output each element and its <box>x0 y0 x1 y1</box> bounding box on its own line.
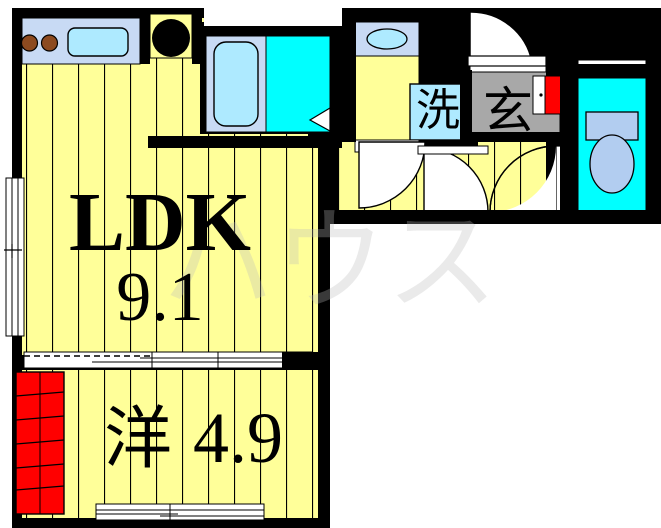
wall-hallway-south <box>332 210 646 224</box>
watermark: ハウス <box>162 199 498 324</box>
stove-burner-left <box>20 34 39 52</box>
entrance-door[interactable] <box>467 11 547 67</box>
range-hood-icon <box>152 19 190 57</box>
wall-entrance-south <box>470 132 564 142</box>
wash-basin <box>366 28 408 50</box>
western-room-size-label: 4.9 <box>193 398 283 478</box>
room-washroom: 洗 <box>354 21 467 143</box>
svg-text:ハウス: ハウス <box>162 199 498 324</box>
bath-top-gap <box>204 8 342 26</box>
bath-tub <box>213 41 259 127</box>
room-ldk-lower-floor <box>22 140 318 355</box>
wall-shoebox <box>546 64 646 76</box>
wall-toilet-west <box>560 70 578 212</box>
western-room-label: 洋 <box>104 401 172 477</box>
room-labels: LDK 9.1 洋 4.9 <box>69 176 283 478</box>
kitchen-sink <box>67 27 129 57</box>
entrance-frame <box>532 75 546 115</box>
room-western-floor <box>22 370 318 518</box>
washroom-label: 洗 <box>416 86 460 135</box>
entrance-label: 玄 <box>483 83 533 139</box>
toilet-bowl <box>589 134 635 194</box>
entrance-door-marker <box>544 75 562 115</box>
wall-segment-hood-right <box>192 14 202 64</box>
ldk-label: LDK <box>69 176 251 269</box>
bath-door[interactable] <box>308 106 331 133</box>
inner-partitions <box>148 22 646 224</box>
room-bath <box>200 8 342 134</box>
wall-ldk-east-upper <box>318 140 332 224</box>
closet-shelf-lines <box>15 391 65 491</box>
balcony-window-left[interactable] <box>4 177 25 337</box>
wall-under-bath <box>148 136 342 148</box>
window-south[interactable] <box>95 503 265 521</box>
kitchen-counter <box>20 17 141 65</box>
room-entrance: 玄 <box>467 11 562 139</box>
entrance-hinge-dot <box>539 93 543 97</box>
washroom-label-box <box>409 83 467 141</box>
wall-washroom-west <box>342 22 356 142</box>
stove-burner-right <box>40 34 59 52</box>
ldk-size-label: 9.1 <box>116 259 204 336</box>
ldk-hall-door[interactable] <box>417 145 489 213</box>
closet-storage <box>15 371 65 515</box>
wall-entrance-west <box>460 70 472 142</box>
wall-washroom-east <box>419 22 431 84</box>
range-hood <box>149 13 193 59</box>
wall-segment-kitchen <box>140 14 150 64</box>
ldk-room-sliding[interactable] <box>23 351 318 369</box>
